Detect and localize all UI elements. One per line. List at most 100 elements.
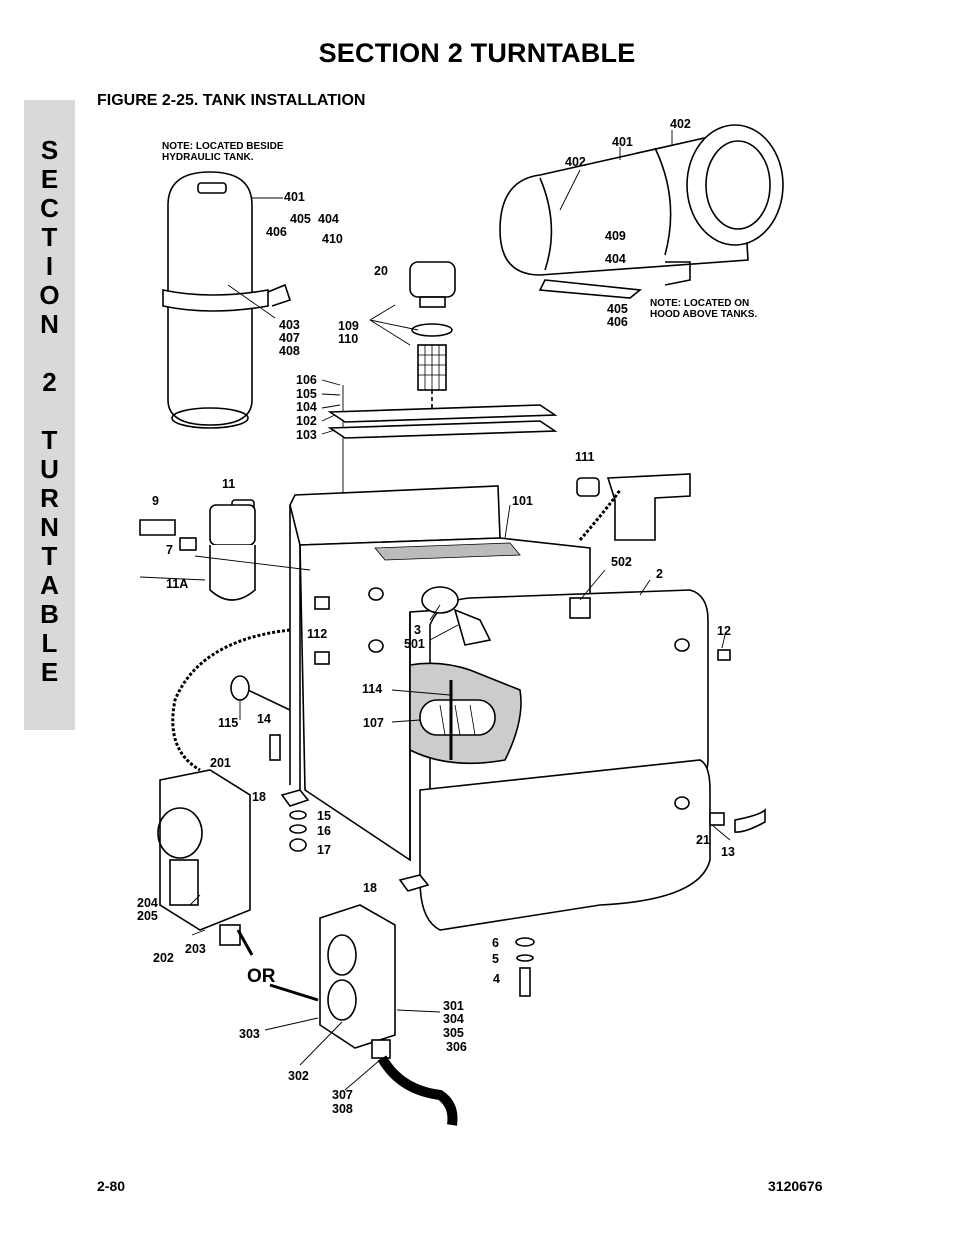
side-letter: I [45,251,54,281]
callout: 402 [565,155,586,169]
callout-labels: 401 405 404 406 410 403 407 408 402 401 … [137,117,735,1116]
side-letter: U [40,454,59,484]
side-letter: T [41,425,58,455]
callout: 115 [218,716,238,730]
callout: 203 [185,942,206,956]
fuel-tank [409,586,711,931]
callout: 405 [290,212,311,226]
receptacle-box [157,769,251,946]
callout: 205 [137,909,158,923]
callout: 301 [443,999,464,1013]
callout: 112 [307,627,327,641]
callout: 11A [166,577,188,591]
section-side-tab: S E C T I O N 2 T U R N T A B L E [24,100,75,730]
callout: 302 [288,1069,309,1083]
side-letter: O [39,280,60,310]
callout: 3 [414,623,421,637]
callout: 15 [317,809,331,823]
callout: 304 [443,1012,464,1026]
breather-elbow [606,473,691,541]
callout: 308 [332,1102,353,1116]
side-letter: E [40,657,59,687]
callout: 5 [492,952,499,966]
callout: 403 [279,318,300,332]
callout: 104 [296,400,317,414]
callout: 114 [362,682,382,696]
side-tab-letters: S E C T I O N 2 T U R N T A B L E [24,136,75,687]
callout: 501 [404,637,425,651]
callout: 204 [137,896,158,910]
callout: 406 [607,315,628,329]
callout: 103 [296,428,317,442]
callout: 101 [512,494,533,508]
callout: 106 [296,373,317,387]
side-letter: B [40,599,59,629]
cover-plate [327,404,558,423]
callout: 18 [363,881,377,895]
callout: 502 [611,555,632,569]
callout: 405 [607,302,628,316]
callout: 12 [717,624,731,638]
callout: 14 [257,712,271,726]
callout: 401 [612,135,633,149]
cover-gasket [327,420,558,439]
callout: 4 [493,972,500,986]
side-letter: A [40,570,59,600]
callout: 401 [284,190,305,204]
callout: 18 [252,790,266,804]
callout: 2 [656,567,663,581]
callout: 404 [605,252,626,266]
callout: 406 [266,225,287,239]
section-title: SECTION 2 TURNTABLE [318,38,636,68]
callout: 9 [152,494,159,508]
leader-lines [139,130,731,1091]
callout: 407 [279,331,300,345]
side-letter: 2 [42,367,57,397]
callout: 409 [605,229,626,243]
document-number: 3120676 [768,1178,823,1194]
vertical-auxiliary-tank [162,171,292,429]
callout: 109 [338,319,359,333]
callout: 202 [153,951,174,965]
side-letter: T [41,222,58,252]
callout: 111 [575,450,595,464]
outlet-box [319,904,458,1126]
callout: 402 [670,117,691,131]
callout: 305 [443,1026,464,1040]
horizontal-auxiliary-tank [499,124,784,299]
note-right-line2: HOOD ABOVE TANKS. [650,309,757,320]
side-letter: R [40,483,59,513]
page-number: 2-80 [97,1178,126,1194]
return-filter-assembly [342,261,456,545]
callout: 306 [446,1040,467,1054]
callout: 7 [166,543,173,557]
callout: 21 [696,833,710,847]
callout: 105 [296,387,317,401]
callout: 11 [222,477,235,491]
side-letter: E [40,164,59,194]
callout: 307 [332,1088,353,1102]
side-letter: L [41,628,58,658]
callout: 17 [317,843,331,857]
side-letter: N [40,512,59,542]
callout: 408 [279,344,300,358]
callout: 102 [296,414,317,428]
callout: 201 [210,756,231,770]
callout: 110 [338,332,358,346]
callout: 410 [322,232,343,246]
callout: 404 [318,212,339,226]
callout: 20 [374,264,388,278]
callout: 107 [363,716,384,730]
or-label: OR [247,966,276,987]
callout: 13 [721,845,735,859]
figure-title: FIGURE 2-25. TANK INSTALLATION [97,92,366,109]
callout: 16 [317,824,331,838]
callout: 303 [239,1027,260,1041]
side-letter: C [40,193,59,223]
callout: 6 [492,936,499,950]
note-left-line1: NOTE: LOCATED BESIDE [162,141,284,152]
side-letter: S [40,135,59,165]
note-right-line1: NOTE: LOCATED ON [650,298,749,309]
side-letter: T [41,541,58,571]
